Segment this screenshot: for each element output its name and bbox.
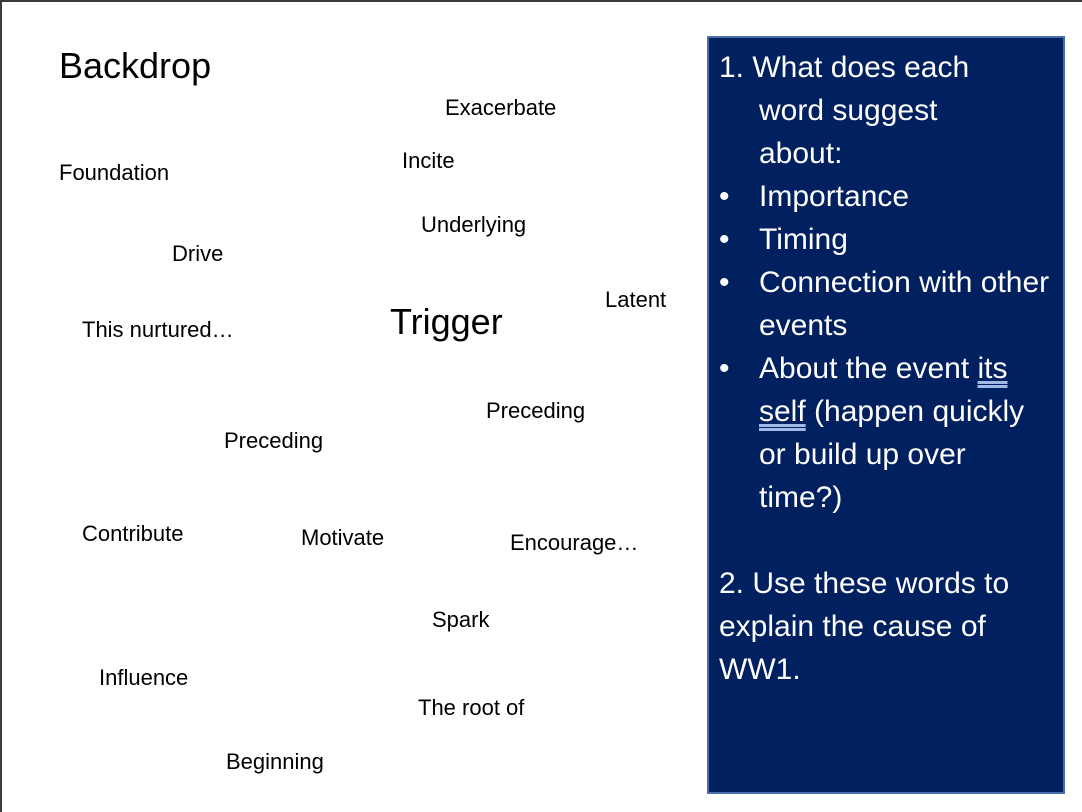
word-contribute: Contribute bbox=[82, 521, 184, 546]
panel-spacer bbox=[719, 519, 1053, 562]
word-beginning: Beginning bbox=[226, 749, 324, 774]
bullet-timing: • Timing bbox=[719, 218, 1053, 261]
word-this-nurtured: This nurtured… bbox=[82, 317, 234, 342]
bullet-icon: • bbox=[719, 223, 730, 256]
bullet-event: • About the event its self (happen quick… bbox=[719, 347, 1053, 519]
word-incite: Incite bbox=[402, 148, 455, 173]
word-preceding-right: Preceding bbox=[486, 398, 586, 423]
question-1-line-1: 1. What does each bbox=[719, 51, 970, 84]
question-2: 2. Use these words to explain the cause … bbox=[719, 567, 1010, 686]
bullet-timing-text: Timing bbox=[759, 223, 848, 256]
word-preceding-left: Preceding bbox=[224, 428, 324, 453]
word-encourage: Encourage… bbox=[510, 530, 639, 555]
question-1-line-2: word suggest bbox=[759, 94, 938, 127]
word-trigger: Trigger bbox=[390, 301, 503, 342]
word-underlying: Underlying bbox=[421, 212, 527, 237]
word-latent: Latent bbox=[605, 287, 667, 312]
bullet-event-suffix: (happen quickly or build up over time?) bbox=[759, 395, 1025, 514]
bullet-connection-text: Connection with other events bbox=[759, 266, 1050, 342]
spellcheck-underlined-text: its self bbox=[759, 352, 1008, 428]
word-the-root-of: The root of bbox=[418, 695, 525, 720]
word-influence: Influence bbox=[99, 665, 189, 690]
bullet-icon: • bbox=[719, 352, 730, 385]
heading-backdrop: Backdrop bbox=[59, 45, 212, 86]
bullet-importance-text: Importance bbox=[759, 180, 910, 213]
word-drive: Drive bbox=[172, 241, 224, 266]
word-foundation: Foundation bbox=[59, 160, 170, 185]
question-1-bullets: • Importance • Timing • Connection with … bbox=[719, 175, 1053, 519]
bullet-icon: • bbox=[719, 180, 730, 213]
bullet-event-prefix: About the event bbox=[759, 352, 978, 385]
word-motivate: Motivate bbox=[301, 525, 385, 550]
instructions-panel: 1. What does each word suggest about: • … bbox=[707, 36, 1065, 794]
bullet-connection: • Connection with other events bbox=[719, 261, 1053, 347]
bullet-importance: • Importance bbox=[719, 175, 1053, 218]
question-1-line-3: about: bbox=[759, 137, 843, 170]
bullet-icon: • bbox=[719, 266, 730, 299]
word-spark: Spark bbox=[432, 607, 490, 632]
word-exacerbate: Exacerbate bbox=[445, 95, 557, 120]
